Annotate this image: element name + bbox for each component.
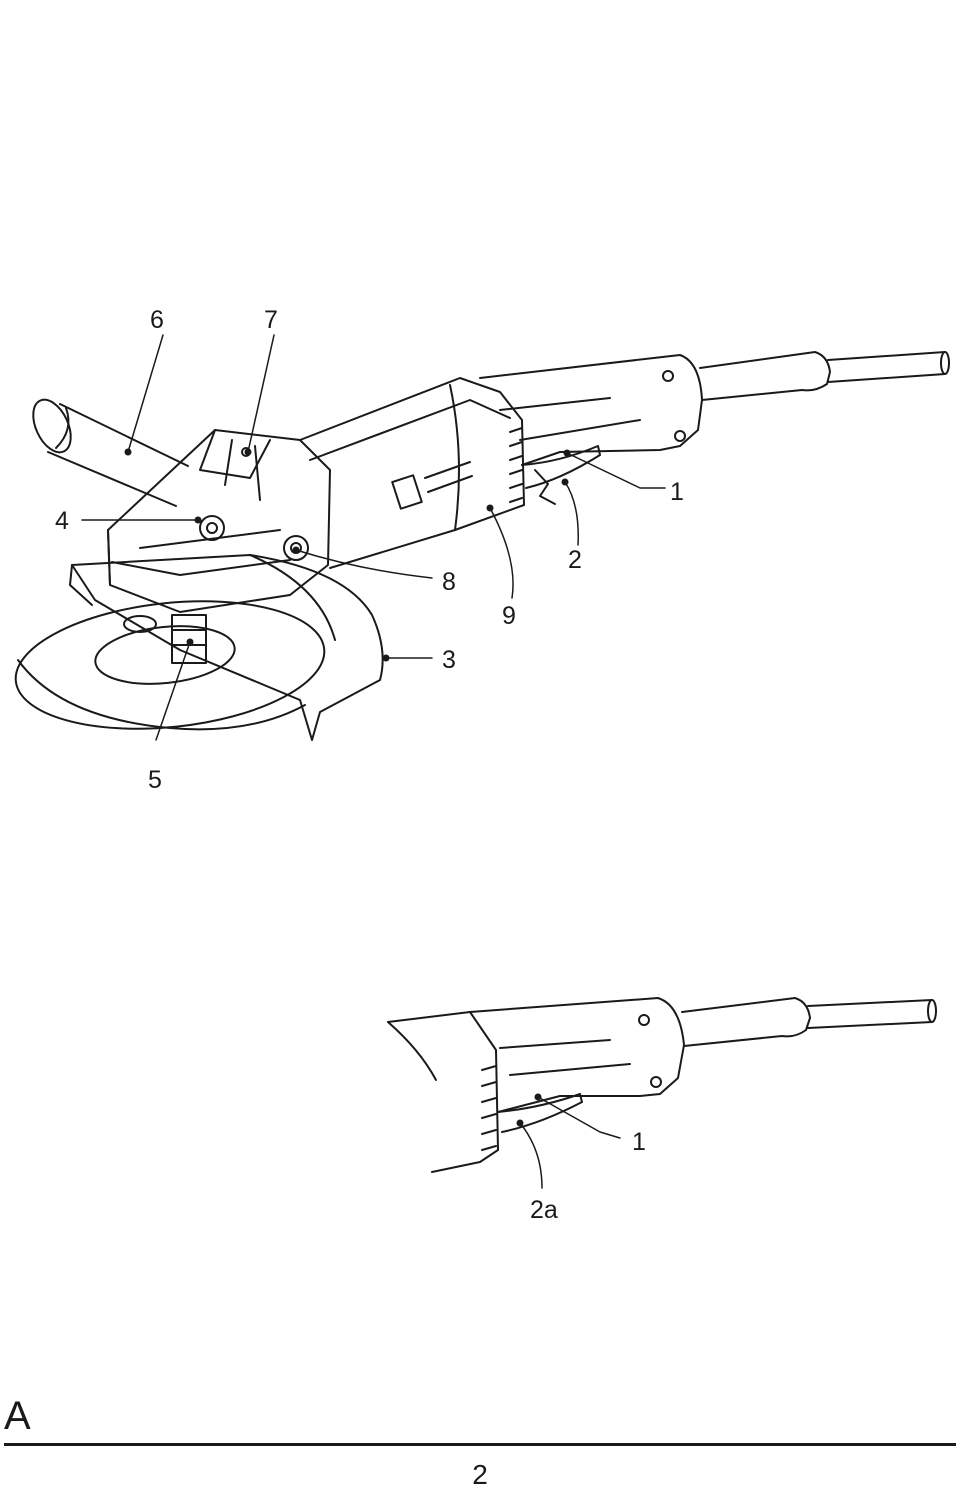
grinder-handle-detail-view xyxy=(387,997,937,1189)
callout-8: 8 xyxy=(442,568,456,596)
callout-9: 9 xyxy=(502,602,516,630)
figure-label: A xyxy=(4,1394,31,1438)
switch-lever xyxy=(521,445,601,505)
callout-detail-2a: 2a xyxy=(530,1196,558,1224)
side-handle xyxy=(32,398,189,507)
footer-rule xyxy=(4,1443,956,1446)
detail-housing xyxy=(387,1011,499,1173)
callout-4: 4 xyxy=(55,507,69,535)
grinding-disc xyxy=(14,600,326,731)
spindle-nut xyxy=(123,614,207,664)
upper-callouts: 6 7 4 8 9 2 1 3 5 xyxy=(55,306,684,794)
callout-2: 2 xyxy=(568,546,582,574)
gear-head xyxy=(107,429,331,613)
callout-6: 6 xyxy=(150,306,164,334)
angle-grinder-illustration: 6 7 4 8 9 2 1 3 5 1 2a xyxy=(14,306,950,1224)
detail-switch-lever xyxy=(497,1093,583,1133)
vent-slots xyxy=(509,427,523,503)
rear-handle xyxy=(479,354,703,466)
callout-5: 5 xyxy=(148,766,162,794)
upper-leader-dots xyxy=(124,448,571,662)
motor-housing xyxy=(299,377,525,569)
detail-vent-slots xyxy=(481,1065,497,1151)
callout-3: 3 xyxy=(442,646,456,674)
upper-leader-lines xyxy=(81,334,666,741)
wheel-guard xyxy=(69,554,384,741)
page-number: 2 xyxy=(472,1459,488,1490)
callout-detail-1: 1 xyxy=(632,1128,646,1156)
callout-7: 7 xyxy=(264,306,278,334)
lower-leader-lines xyxy=(519,1096,621,1189)
detail-power-cable xyxy=(681,997,937,1047)
grinder-full-view xyxy=(14,334,950,741)
detail-rear-handle xyxy=(469,997,685,1113)
lower-callouts: 1 2a xyxy=(530,1128,646,1224)
callout-1: 1 xyxy=(670,478,684,506)
power-cable xyxy=(699,351,950,401)
lower-leader-dots xyxy=(516,1093,542,1127)
